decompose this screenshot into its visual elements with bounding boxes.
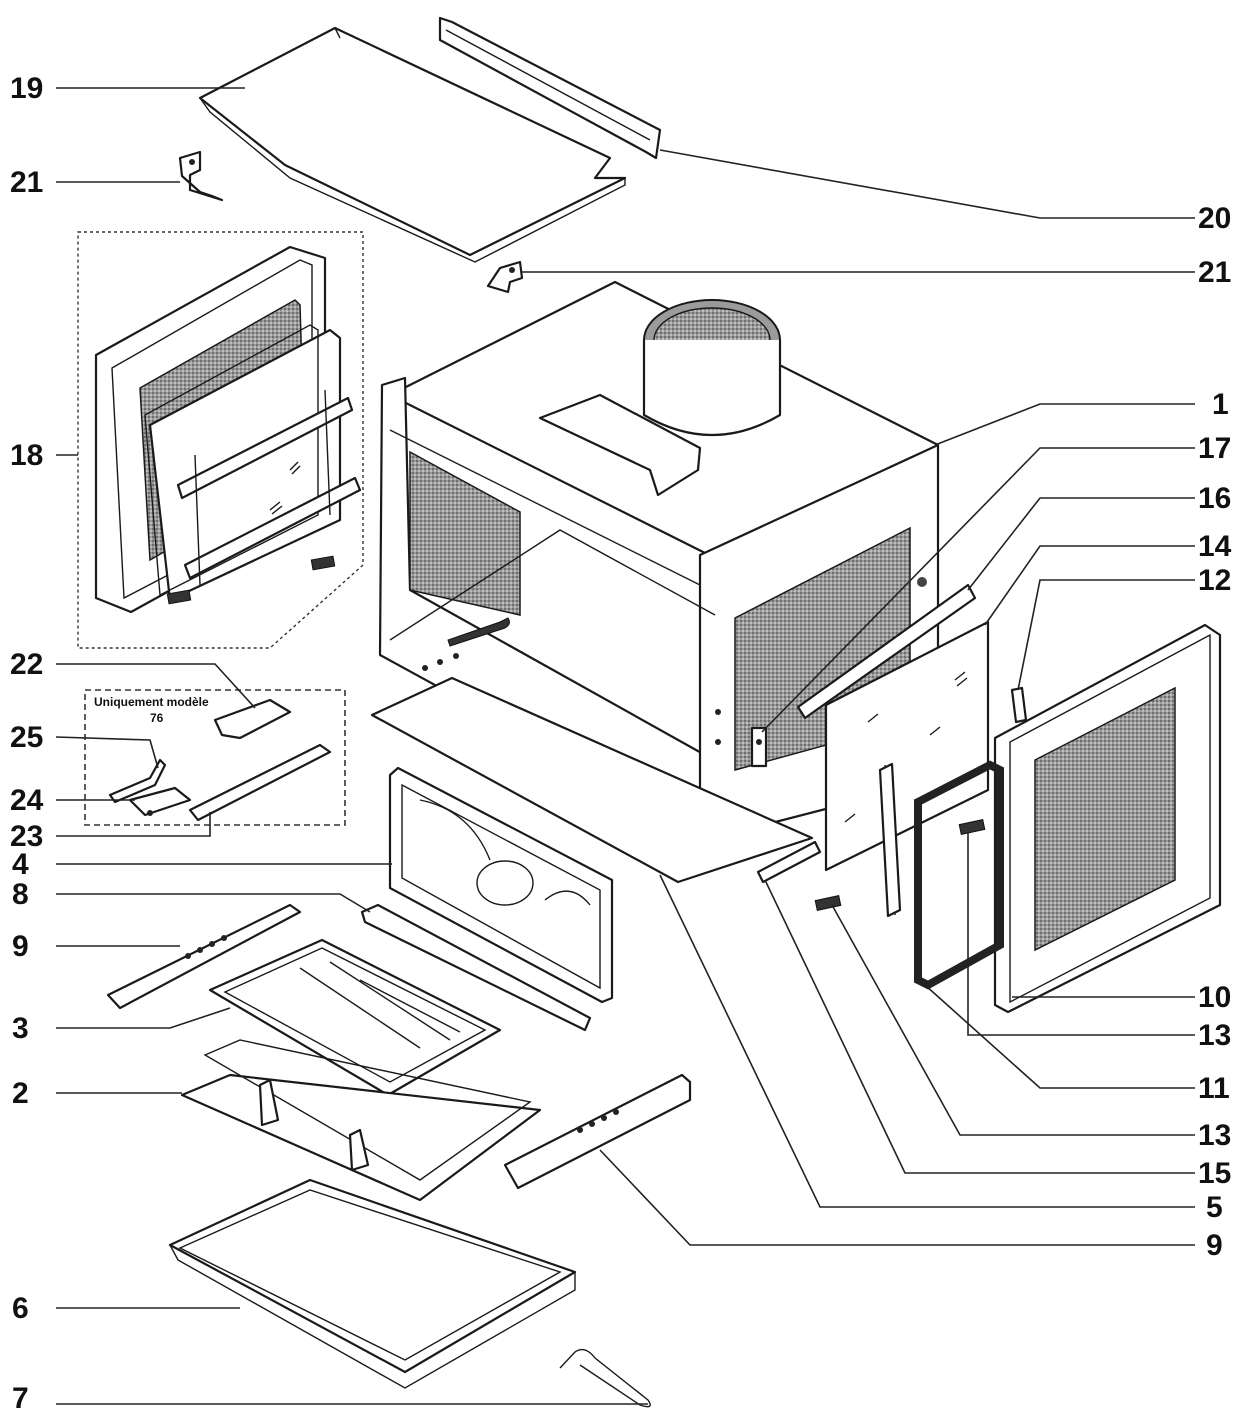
part-9-bracket-left: [106, 903, 302, 1010]
callout-23: 23: [10, 820, 43, 853]
part-5-base-plate: [370, 676, 814, 884]
part-11-gasket: [814, 760, 1004, 990]
model-76-kit-box: Uniquement modèle 76: [84, 689, 346, 826]
callout-16: 16: [1198, 482, 1231, 515]
part-17-clip: [750, 726, 768, 768]
part-18-door-assembly: [77, 231, 364, 649]
callout-4: 4: [12, 848, 29, 881]
callout-2: 2: [12, 1077, 29, 1110]
part-2-ashpan-frame: [180, 1039, 542, 1202]
part-3-grate: [208, 938, 502, 1097]
callout-13-lower: 13: [1198, 1119, 1231, 1152]
part-21-bracket-right: [486, 260, 524, 294]
part-6-ash-pan: [168, 1178, 577, 1389]
callout-6: 6: [12, 1292, 29, 1325]
callout-20: 20: [1198, 202, 1231, 235]
callout-1: 1: [1212, 388, 1229, 421]
callout-19: 19: [10, 72, 43, 105]
part-10-door-frame: [993, 623, 1222, 1014]
callout-14: 14: [1198, 530, 1232, 563]
part-7-poker: [559, 1348, 651, 1408]
part-9-bracket-right: [503, 1073, 692, 1190]
callout-9-left: 9: [12, 930, 29, 963]
part-15-bar: [756, 840, 822, 884]
callout-15: 15: [1198, 1157, 1231, 1190]
callout-18: 18: [10, 439, 43, 472]
leader-lines: [55, 87, 1195, 1405]
callout-21-right: 21: [1198, 256, 1231, 289]
callout-5: 5: [1206, 1191, 1223, 1224]
callout-24: 24: [10, 784, 44, 817]
part-14-glass: [824, 620, 990, 872]
part-20-top-rail: [438, 16, 662, 160]
callout-13-upper: 13: [1198, 1019, 1231, 1052]
part-16-bar: [796, 583, 977, 720]
callout-17: 17: [1198, 432, 1231, 465]
callout-7: 7: [12, 1382, 29, 1411]
callout-25: 25: [10, 721, 43, 754]
model-note-line1: Uniquement modèle: [94, 695, 209, 709]
callout-22: 22: [10, 648, 43, 681]
part-19-top-plate: [198, 26, 627, 263]
model-note-line2: 76: [150, 711, 164, 725]
callout-11: 11: [1198, 1072, 1230, 1105]
callout-21-top-left: 21: [10, 166, 43, 199]
part-8-rail: [360, 903, 592, 1032]
callout-12: 12: [1198, 564, 1231, 597]
part-21-bracket-left: [178, 150, 224, 202]
part-12-hinge: [1010, 686, 1028, 724]
callout-numbers: 19 21 20 21 18 1 17 16 14 12 22 25 24 23…: [10, 72, 1232, 1411]
callout-3: 3: [12, 1012, 29, 1045]
callout-10: 10: [1198, 981, 1231, 1014]
callout-9-right: 9: [1206, 1229, 1223, 1262]
part-4-front-panel: [388, 766, 614, 1004]
callout-8: 8: [12, 878, 29, 911]
